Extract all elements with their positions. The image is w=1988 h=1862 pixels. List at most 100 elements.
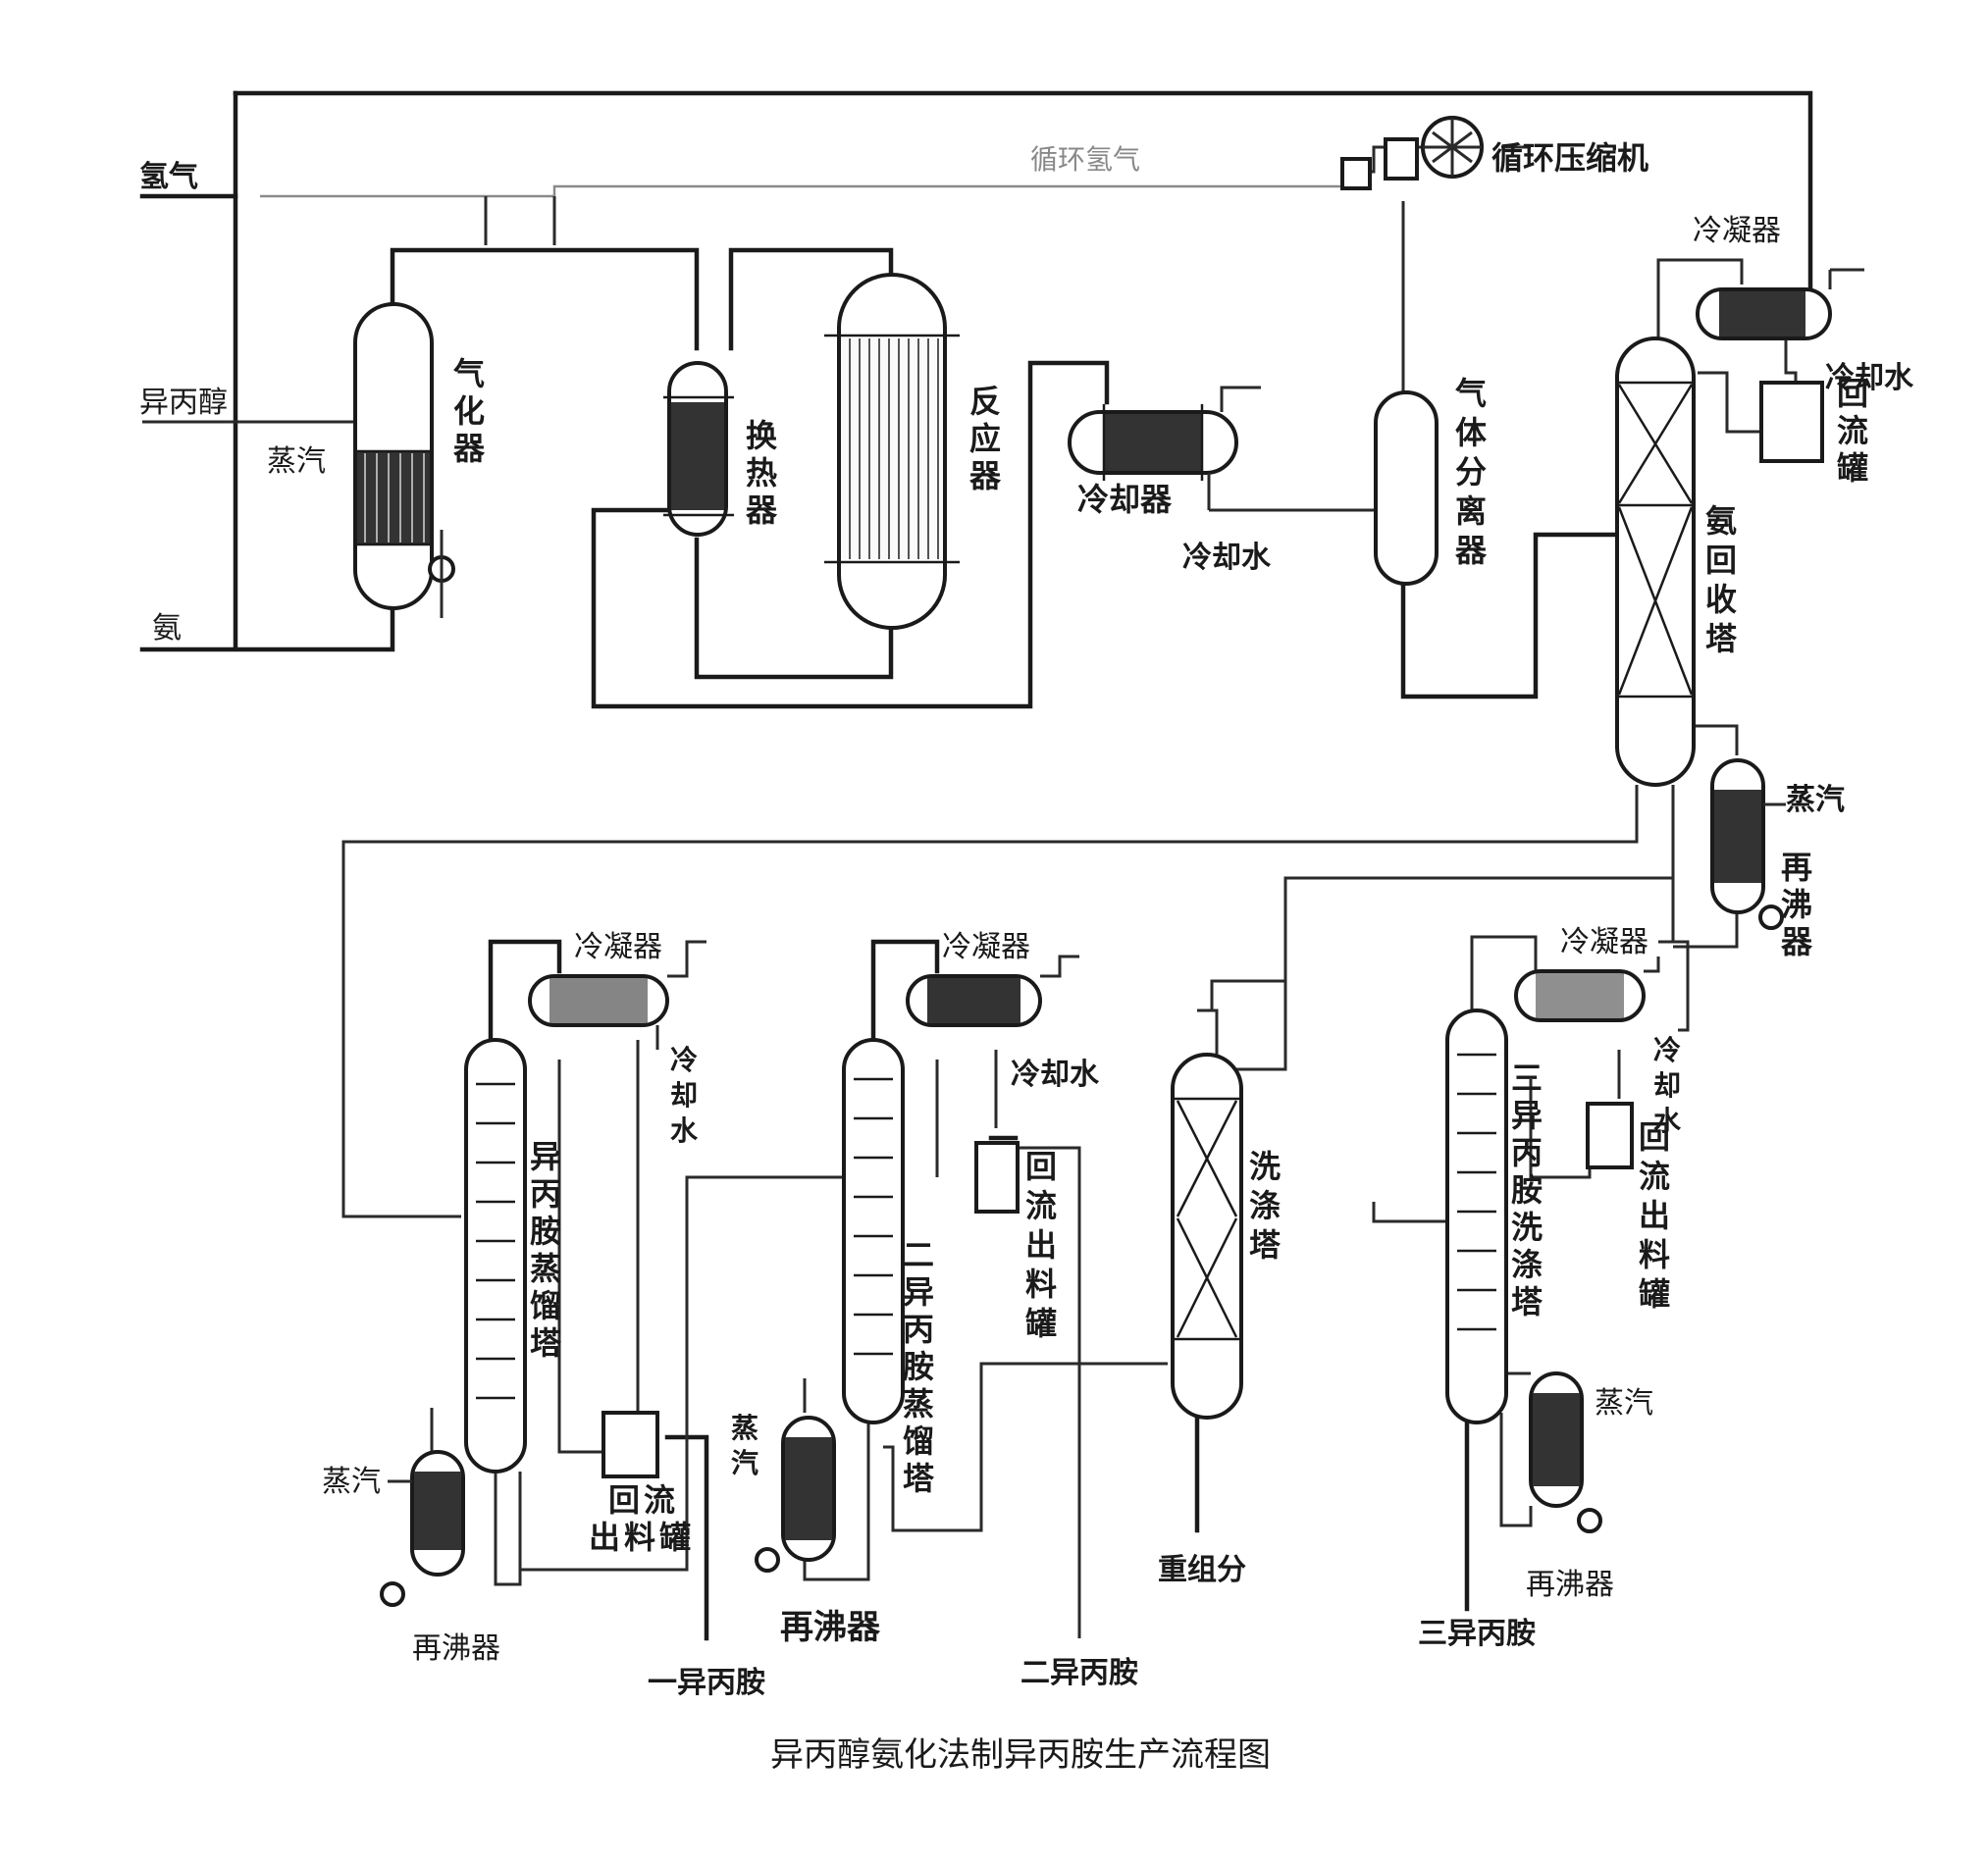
- washing-tower: [1171, 1053, 1243, 1420]
- label-char: 流: [1639, 1158, 1670, 1195]
- label-cooling-water-2: 冷却水: [1011, 1058, 1100, 1092]
- label-char: 馏: [530, 1287, 561, 1324]
- vlabel-reflux-tank-top: 回流罐: [1837, 375, 1868, 487]
- vlabel-reflux-discharge-1: 回流出料罐: [589, 1481, 691, 1556]
- diagram-title: 异丙醇氨化法制异丙胺生产流程图: [770, 1735, 1271, 1775]
- label-char: 氨: [1705, 502, 1737, 540]
- ammonia-recovery-tower: [1615, 336, 1696, 787]
- label-char: 回: [1639, 1118, 1670, 1156]
- vlabel-reactor: 反应器: [968, 383, 1002, 494]
- label-char: 却: [670, 1079, 698, 1112]
- label-char: 胺: [1511, 1171, 1543, 1209]
- label-char: 馏: [903, 1422, 934, 1460]
- label-char: 却: [1653, 1069, 1681, 1102]
- label-char: 分: [1455, 453, 1487, 491]
- label-product-dipa: 二异丙胺: [1020, 1656, 1138, 1690]
- label-condenser-1: 冷凝器: [574, 930, 662, 964]
- label-steam-3: 蒸汽: [1595, 1386, 1653, 1421]
- label-char: 气: [1455, 375, 1487, 412]
- label-char: 涤: [1249, 1187, 1281, 1224]
- label-char: 丙: [1511, 1134, 1543, 1171]
- label-char: 洗: [1511, 1209, 1543, 1246]
- label-text: 冷却器: [1077, 481, 1173, 518]
- label-char: 回: [1705, 542, 1737, 579]
- reflux-discharge-tank-2: [974, 1141, 1020, 1214]
- label-reboiler-3: 再沸器: [1526, 1568, 1614, 1602]
- label-char: 洗: [1249, 1148, 1281, 1185]
- reflux-discharge-tank-3: [1586, 1102, 1634, 1169]
- label-char: 反: [969, 383, 1001, 420]
- label-char: 再: [1781, 849, 1812, 886]
- vlabel-heat-exchanger: 换热器: [745, 417, 778, 529]
- reactor-tubes: [849, 338, 939, 559]
- label-char: 料: [624, 1519, 655, 1556]
- label-char: 罐: [659, 1519, 691, 1556]
- label-char: 塔: [1249, 1226, 1282, 1264]
- label-char: 离: [1455, 492, 1487, 530]
- label-char: 回: [1837, 375, 1868, 412]
- label-char: 沸: [1781, 886, 1812, 923]
- label-char: 流: [644, 1481, 675, 1519]
- label-char: 丙: [530, 1175, 561, 1213]
- vlabel-cooling-water-1: 冷却水: [670, 1044, 699, 1147]
- reflux-tank-top: [1759, 381, 1824, 463]
- label-char: 胺: [530, 1213, 561, 1250]
- reboiler-2: [755, 1416, 836, 1573]
- label-product-tipa: 三异丙胺: [1418, 1617, 1536, 1651]
- label-product-heavy: 重组分: [1158, 1553, 1246, 1587]
- label-recycle-gas: 循环氢气: [1030, 143, 1140, 176]
- label-char: 出: [1639, 1197, 1670, 1234]
- reflux-discharge-tank-1: [602, 1411, 659, 1478]
- label-char: 应: [969, 420, 1001, 457]
- vlabel-cooling-water-3: 冷却水: [1653, 1034, 1682, 1137]
- label-char: 异: [530, 1138, 561, 1175]
- label-condenser-top: 冷凝器: [1693, 214, 1781, 248]
- vlabel-vaporizer: 气化器: [452, 355, 486, 467]
- label-char: 塔: [530, 1324, 562, 1362]
- condenser-1: [528, 940, 706, 1050]
- dipa-distillation-tower: [842, 1038, 905, 1424]
- vlabel-washing-tower: 洗涤塔: [1249, 1148, 1282, 1264]
- label-char: 水: [1653, 1105, 1682, 1137]
- label-char: 收: [1705, 581, 1737, 618]
- label-char: 回: [1025, 1148, 1057, 1185]
- reboiler-1: [380, 1450, 465, 1607]
- label-char: 器: [452, 430, 486, 467]
- label-char: 器: [1780, 923, 1813, 960]
- label-char: 罐: [1639, 1275, 1670, 1313]
- label-product-mipa: 一异丙胺: [648, 1666, 765, 1700]
- vaporizer-tubes: [364, 453, 425, 543]
- label-char: 蒸: [530, 1250, 561, 1287]
- label-ammonia: 氨: [152, 611, 182, 646]
- label-reboiler-1: 再沸器: [412, 1631, 500, 1666]
- condenser-top: [1696, 268, 1864, 340]
- reactor: [824, 273, 960, 630]
- label-char: 冷: [1653, 1034, 1681, 1066]
- gas-separator: [1374, 390, 1439, 586]
- tipa-washing-tower: [1445, 1009, 1508, 1424]
- vlabel-steam-2: 蒸汽: [731, 1412, 759, 1479]
- reboiler-3: [1529, 1371, 1602, 1533]
- reboiler-top: [1710, 758, 1786, 930]
- label-char: 换: [746, 417, 777, 454]
- label-char: 气: [453, 355, 485, 392]
- label-char: 丙: [903, 1311, 934, 1348]
- label-char: 出: [1025, 1226, 1057, 1264]
- label-steam-vaporizer: 蒸汽: [267, 444, 326, 479]
- label-condenser-2: 冷凝器: [942, 930, 1030, 964]
- label-char: 异: [903, 1273, 934, 1311]
- label-cooling-water-cooler: 冷却水: [1182, 541, 1272, 575]
- label-reboiler-2: 再沸器: [780, 1608, 881, 1647]
- label-steam-1: 蒸汽: [322, 1465, 381, 1499]
- label-char: 三: [1511, 1060, 1543, 1097]
- label-char: 塔: [903, 1460, 935, 1497]
- label-char: 塔: [1705, 620, 1738, 657]
- label-char: 料: [1025, 1266, 1057, 1303]
- label-char: 汽: [731, 1447, 759, 1479]
- label-char: 器: [1454, 532, 1488, 569]
